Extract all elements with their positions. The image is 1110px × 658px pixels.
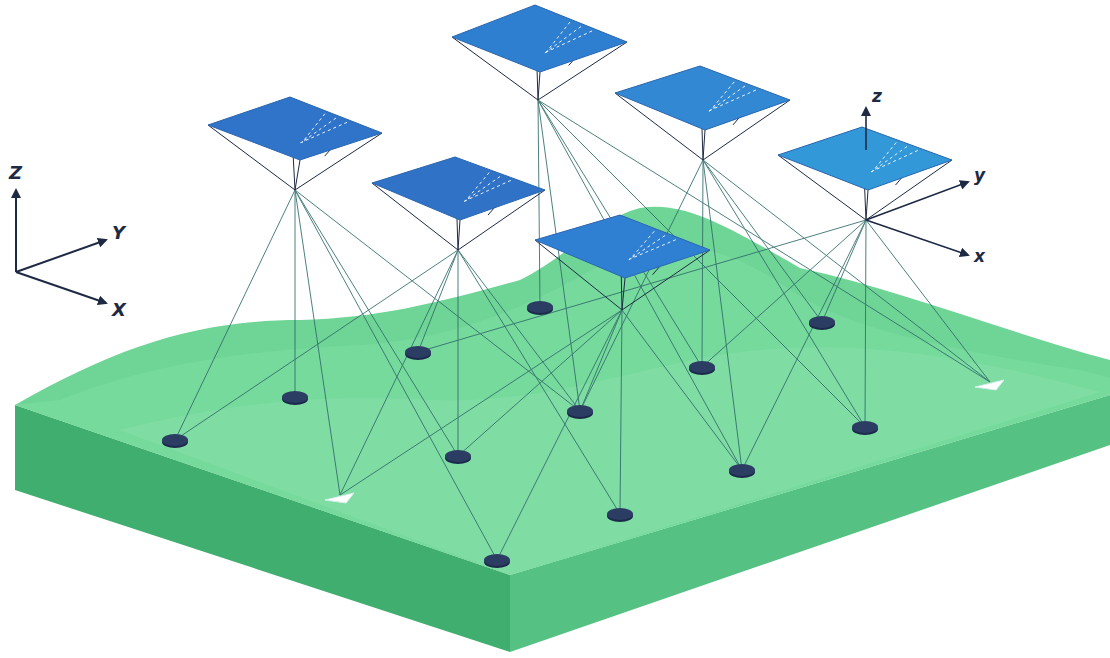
tie-point-marker bbox=[975, 380, 1004, 390]
ray bbox=[295, 190, 497, 560]
terrain-shade bbox=[15, 246, 1110, 575]
image-plane-guide bbox=[871, 150, 918, 172]
cameras bbox=[208, 5, 952, 310]
ray bbox=[295, 190, 296, 397]
axis-label: z bbox=[872, 88, 882, 105]
ray bbox=[703, 160, 865, 427]
ground-control-point bbox=[484, 554, 510, 566]
ground-control-point bbox=[162, 434, 188, 446]
ground-control-point bbox=[689, 361, 715, 373]
ray bbox=[580, 310, 622, 411]
image-plane bbox=[535, 215, 710, 278]
camera-cone bbox=[703, 130, 705, 160]
ray bbox=[822, 220, 866, 322]
image-plane bbox=[208, 97, 382, 160]
terrain-top bbox=[15, 207, 1110, 575]
camera-cone bbox=[622, 278, 625, 310]
ray bbox=[340, 250, 458, 495]
ray bbox=[458, 250, 620, 514]
axis-label: Z bbox=[9, 164, 22, 182]
image-plane-guide bbox=[871, 147, 907, 173]
image-plane bbox=[372, 157, 545, 220]
camera-cone bbox=[295, 160, 300, 190]
camera-axes bbox=[866, 108, 968, 255]
ground-control-point bbox=[729, 464, 755, 476]
image-plane-guide bbox=[464, 180, 511, 201]
ground-control-point bbox=[445, 450, 471, 462]
image-plane-guide bbox=[708, 90, 756, 111]
projection-rays bbox=[175, 100, 990, 560]
image-plane-guide bbox=[301, 118, 336, 143]
ray bbox=[175, 250, 458, 440]
ray bbox=[458, 250, 580, 411]
image-plane-guide bbox=[710, 82, 735, 111]
image-plane-guide bbox=[630, 231, 655, 259]
image-plane-guide bbox=[629, 236, 665, 260]
ground-control-point bbox=[282, 391, 308, 403]
ray bbox=[580, 160, 703, 411]
camera-cone bbox=[458, 220, 460, 250]
ray bbox=[458, 250, 459, 456]
world-axes bbox=[16, 190, 106, 303]
ray bbox=[703, 160, 822, 322]
ground-control-point bbox=[405, 346, 431, 358]
image-plane-guide bbox=[302, 114, 325, 143]
ray bbox=[295, 190, 340, 495]
axis-label: x bbox=[974, 248, 985, 265]
ray bbox=[866, 220, 990, 382]
axis-label: X bbox=[112, 301, 126, 319]
ground-control-point bbox=[852, 421, 878, 433]
image-plane-guide bbox=[300, 122, 347, 142]
axis-label: Y bbox=[112, 224, 125, 242]
camera-cone bbox=[866, 190, 868, 220]
ground-control-point bbox=[809, 316, 835, 328]
image-plane bbox=[452, 5, 627, 72]
camera-cone bbox=[538, 72, 540, 100]
ray bbox=[865, 220, 866, 427]
ray bbox=[538, 100, 742, 470]
ray bbox=[340, 310, 622, 495]
ground-control-point bbox=[607, 508, 633, 520]
image-plane-guide bbox=[544, 31, 592, 53]
ray bbox=[702, 220, 866, 367]
axis-label: y bbox=[974, 167, 985, 184]
ray bbox=[295, 190, 458, 456]
ray bbox=[622, 310, 742, 470]
ray bbox=[620, 310, 622, 514]
image-plane-guide bbox=[465, 173, 489, 202]
ray bbox=[703, 160, 990, 382]
ground-control-point bbox=[567, 405, 593, 417]
image-plane-guide bbox=[545, 27, 581, 54]
ray bbox=[418, 250, 458, 352]
ray bbox=[175, 190, 295, 440]
terrain-shade bbox=[120, 347, 1100, 575]
image-plane bbox=[615, 66, 790, 130]
ground-points bbox=[162, 301, 1004, 568]
ray bbox=[702, 160, 703, 367]
image-plane-guide bbox=[628, 240, 676, 260]
tie-point-marker bbox=[325, 493, 354, 503]
ray bbox=[538, 100, 540, 307]
ray bbox=[497, 310, 622, 560]
ray bbox=[742, 220, 866, 470]
ray bbox=[295, 190, 580, 411]
image-plane-guide bbox=[709, 86, 745, 111]
image-plane bbox=[778, 127, 952, 190]
image-plane-guide bbox=[464, 177, 500, 202]
ray bbox=[458, 310, 622, 456]
ground-control-point bbox=[527, 301, 553, 313]
image-plane-guide bbox=[872, 143, 896, 172]
